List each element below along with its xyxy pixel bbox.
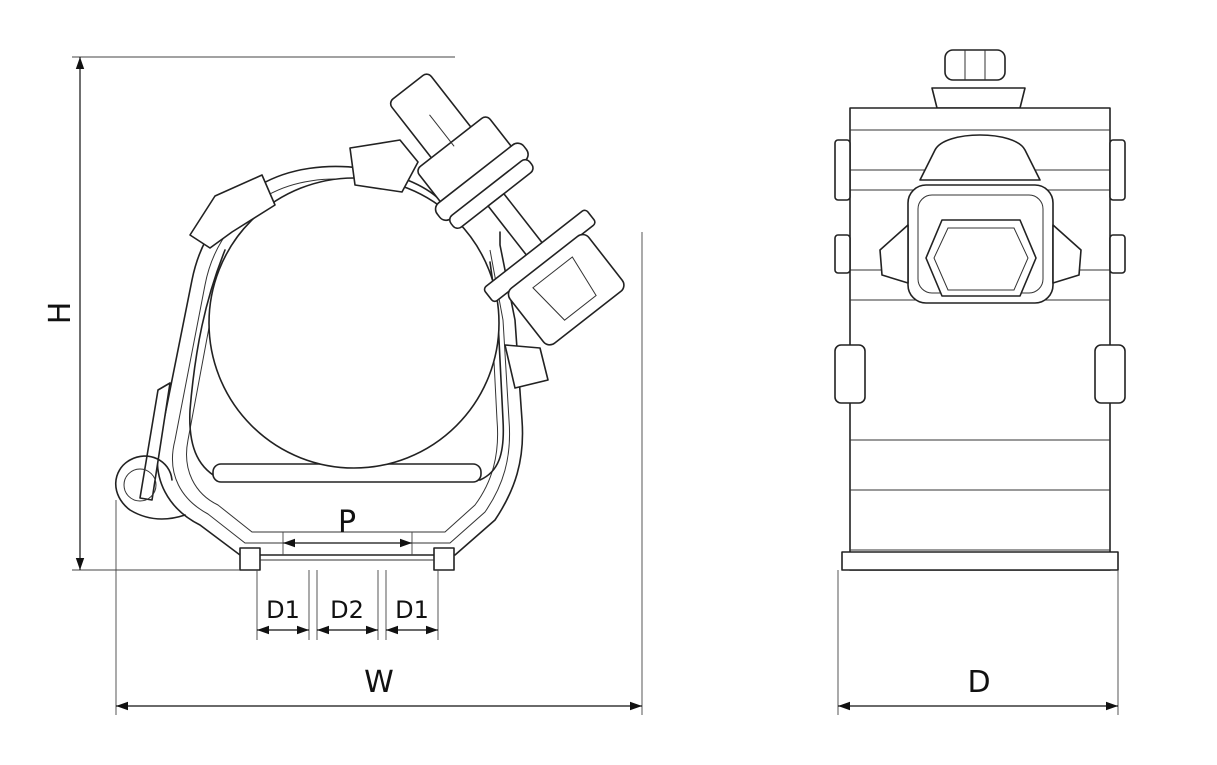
hex-nut (925, 219, 1037, 297)
width-label: W (364, 665, 394, 700)
pitch-label: P (338, 505, 356, 540)
d2-label: D2 (330, 596, 364, 624)
front-view: D (834, 49, 1126, 715)
inner-saddle (189, 249, 505, 481)
depth-label: D (967, 665, 990, 700)
latch-loop (115, 455, 186, 520)
side-view: P D1 D2 D1 H W (43, 56, 643, 715)
d1-right-label: D1 (395, 596, 429, 624)
height-label: H (43, 302, 78, 325)
bolt-assembly (389, 73, 625, 346)
d1-left-label: D1 (266, 596, 300, 624)
